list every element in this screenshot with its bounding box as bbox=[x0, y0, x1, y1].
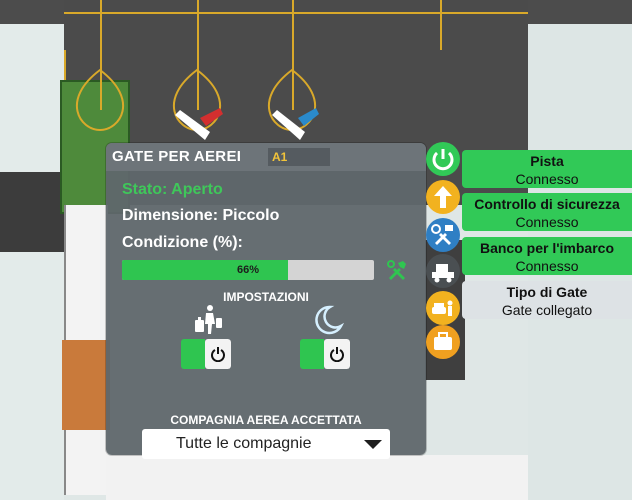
terminal-floor bbox=[62, 340, 110, 430]
maintenance-button[interactable] bbox=[426, 218, 460, 252]
upgrade-button[interactable] bbox=[426, 180, 460, 214]
gate-id-field[interactable]: A1 bbox=[268, 148, 330, 166]
connection-security: Controllo di sicurezza Connesso bbox=[462, 193, 632, 231]
airline-title: COMPAGNIA AEREA ACCETTATA bbox=[170, 413, 362, 427]
panel-body: Stato: Aperto Dimensione: Piccolo Condiz… bbox=[106, 171, 426, 459]
moon-icon bbox=[315, 305, 344, 335]
connection-title: Tipo di Gate bbox=[506, 284, 588, 300]
arrow-up-icon bbox=[434, 186, 452, 208]
connection-title: Controllo di sicurezza bbox=[474, 196, 620, 212]
taxi-line bbox=[64, 12, 528, 14]
road bbox=[0, 172, 64, 252]
passenger-icon bbox=[195, 305, 222, 334]
gate-panel: GATE PER AEREI A1 Stato: Aperto Dimensio… bbox=[106, 143, 426, 459]
aircraft-parking bbox=[76, 68, 319, 140]
ground-service-button[interactable] bbox=[426, 291, 460, 325]
settings-title: IMPOSTAZIONI bbox=[223, 290, 309, 304]
connection-status: Connesso bbox=[515, 258, 579, 274]
terminal-wall bbox=[106, 455, 528, 500]
panel-title: GATE PER AEREI bbox=[112, 148, 242, 165]
connection-status: Connesso bbox=[515, 171, 579, 187]
power-icon bbox=[211, 347, 225, 362]
connection-status: Connesso bbox=[515, 214, 579, 230]
connection-title: Pista bbox=[530, 153, 564, 169]
chevron-down-icon bbox=[364, 440, 382, 449]
condition-label: Condizione (%): bbox=[122, 234, 243, 251]
taxi-line bbox=[197, 0, 199, 110]
gate-size: Dimensione: Piccolo bbox=[122, 207, 280, 224]
condition-bar: 66% bbox=[122, 260, 374, 280]
taxi-line bbox=[440, 0, 442, 50]
power-button[interactable] bbox=[426, 142, 460, 176]
taxi-line bbox=[64, 50, 66, 80]
condition-bar-fill bbox=[122, 260, 289, 280]
toggle-on-indicator bbox=[181, 339, 205, 369]
snowplow-button[interactable] bbox=[426, 254, 460, 288]
passenger-toggle[interactable] bbox=[181, 339, 231, 369]
connection-gate-type: Tipo di Gate Gate collegato bbox=[462, 281, 632, 319]
airline-select-value: Tutte le compagnie bbox=[176, 435, 312, 452]
car-service-icon bbox=[432, 300, 453, 316]
condition-value: 66% bbox=[236, 264, 260, 276]
airline-select[interactable]: Tutte le compagnie bbox=[142, 429, 390, 459]
gate-status: Stato: Aperto bbox=[122, 181, 223, 198]
hammer-wrench-icon bbox=[387, 260, 406, 280]
night-toggle[interactable] bbox=[300, 339, 350, 369]
toggle-on-indicator bbox=[300, 339, 324, 369]
power-icon bbox=[330, 347, 344, 362]
toggle-knob bbox=[324, 339, 350, 369]
connection-title: Banco per l'imbarco bbox=[479, 240, 615, 256]
power-icon bbox=[432, 149, 454, 171]
baggage-button[interactable] bbox=[426, 325, 460, 359]
connection-boarding-desk: Banco per l'imbarco Connesso bbox=[462, 237, 632, 275]
taxi-line bbox=[100, 0, 102, 110]
connection-status: Gate collegato bbox=[501, 302, 593, 318]
snowplow-icon bbox=[432, 264, 454, 283]
luggage-icon bbox=[434, 332, 452, 350]
panel-header: GATE PER AEREI A1 bbox=[106, 143, 426, 171]
tools-icon bbox=[431, 224, 453, 245]
connection-runway: Pista Connesso bbox=[462, 150, 632, 188]
toggle-knob bbox=[205, 339, 231, 369]
repair-button[interactable] bbox=[386, 259, 408, 281]
taxi-line bbox=[292, 0, 294, 110]
